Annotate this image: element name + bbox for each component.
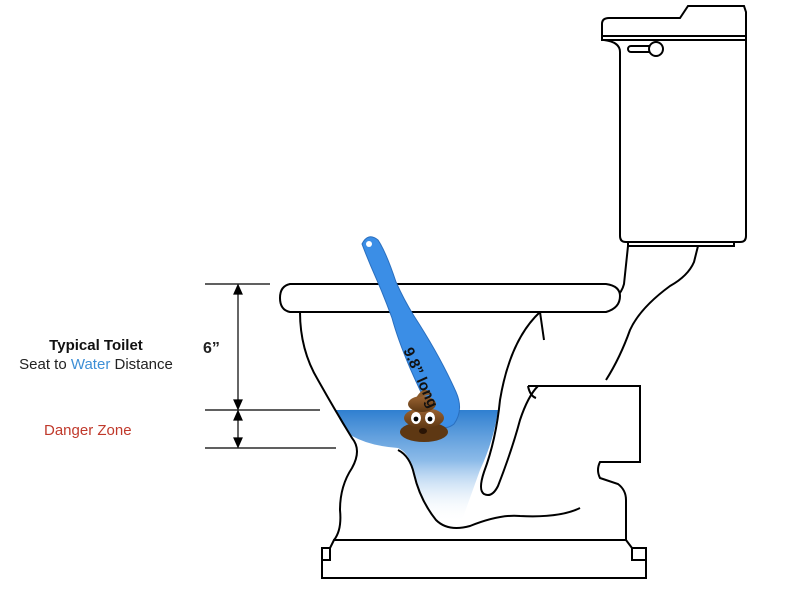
- diagram-subtitle: Seat to Water Distance: [0, 356, 192, 373]
- toilet-bowl: [299, 311, 641, 541]
- danger-zone-label: Danger Zone: [44, 422, 132, 439]
- subtitle-prefix: Seat to: [19, 356, 71, 373]
- toilet-seat: [278, 283, 622, 313]
- subtitle-water-word: Water: [70, 356, 111, 373]
- toilet-base: [321, 539, 647, 579]
- poop-emoji-icon: [400, 389, 448, 442]
- bowl-water: [336, 410, 498, 523]
- flush-handle-icon: [627, 41, 664, 57]
- subtitle-suffix: Distance: [110, 356, 173, 373]
- toilet-tank: [601, 5, 747, 247]
- dimension-lines: [205, 283, 336, 449]
- measurement-label: 6”: [203, 340, 220, 357]
- title-block: Typical Toilet Seat to Water Distance: [0, 337, 192, 373]
- diagram-title: Typical Toilet: [49, 337, 143, 354]
- toilet-neck: [599, 245, 699, 381]
- toilet-brush: [361, 236, 460, 428]
